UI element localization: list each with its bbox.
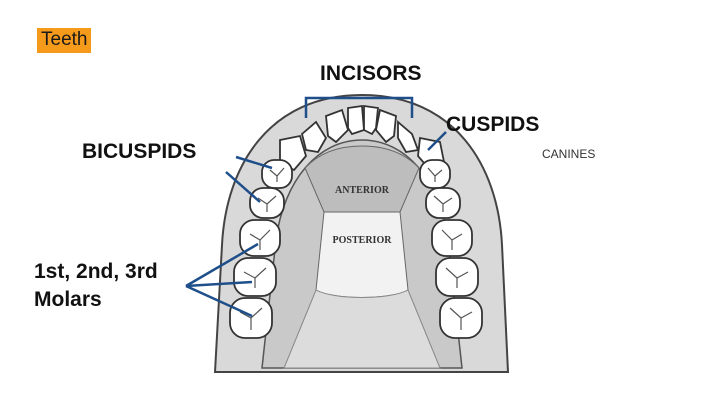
label-molars-line1: 1st, 2nd, 3rd: [34, 260, 158, 283]
tooth-right-bicuspid-1: [419, 159, 451, 189]
incisors-bracket: [304, 96, 414, 118]
label-molars-line2: Molars: [34, 288, 102, 311]
cuspids-pointer: [427, 131, 447, 151]
tooth-left-molar-1: [239, 219, 281, 257]
palate-lower: [283, 289, 441, 369]
tooth-incisor-1: [300, 120, 328, 153]
tooth-left-bicuspid-1: [261, 159, 293, 189]
posterior-region: [315, 211, 409, 298]
incisor-teeth: [300, 104, 420, 153]
tooth-right-molar-1: [431, 219, 473, 257]
tooth-incisor-5: [375, 108, 397, 144]
tooth-left-molar-2: [233, 257, 277, 297]
label-incisors: INCISORS: [320, 62, 422, 85]
molars-pointer-3: [185, 284, 253, 318]
bicuspids-pointer-1: [235, 155, 273, 170]
tooth-incisor-6: [397, 120, 420, 153]
tooth-incisor-3: [347, 104, 365, 136]
molars-pointer-2: [185, 280, 253, 288]
tooth-incisor-2: [325, 108, 350, 144]
tooth-right-bicuspid-2: [425, 187, 461, 219]
label-canines: CANINES: [542, 147, 595, 161]
label-cuspids: CUSPIDS: [446, 113, 539, 136]
label-anterior: ANTERIOR: [335, 185, 390, 196]
bicuspids-pointer-2: [225, 171, 261, 203]
tooth-right-molar-2: [435, 257, 479, 297]
tooth-grooves: [239, 167, 473, 330]
tooth-left-bicuspid-2: [249, 187, 285, 219]
anterior-region: [304, 145, 420, 213]
label-bicuspids: BICUSPIDS: [82, 140, 196, 163]
title-tag: Teeth: [37, 28, 92, 53]
tooth-incisor-4: [363, 104, 379, 136]
label-posterior: POSTERIOR: [333, 235, 393, 246]
molars-pointer-1: [185, 242, 259, 288]
